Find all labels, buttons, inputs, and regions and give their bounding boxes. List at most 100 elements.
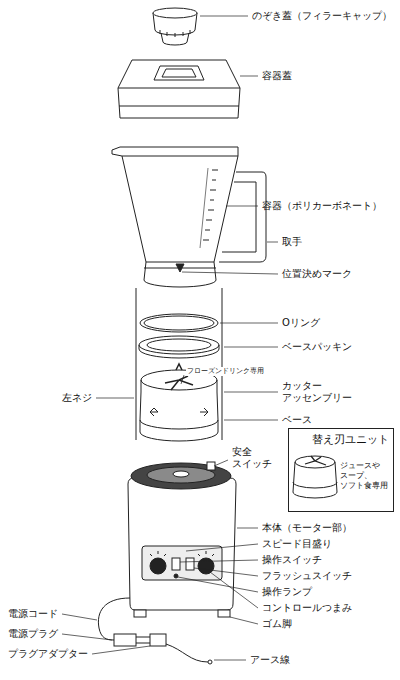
leader-line: [224, 347, 278, 348]
container-lid: [154, 66, 204, 80]
motor-base: [128, 478, 236, 610]
leader-line: [181, 375, 184, 384]
leader-line: [96, 398, 134, 399]
motor-base: [186, 558, 194, 570]
motor-base: [207, 462, 215, 470]
motor-base: [147, 467, 215, 483]
motor-base: [142, 546, 222, 580]
part-label: ゴム脚: [262, 618, 292, 630]
container-jar: [219, 172, 266, 262]
part-label: のぞき蓋（フィラーキャップ）: [252, 10, 392, 22]
part-label: ベースパッキン: [282, 341, 352, 353]
part-label: 位置決めマーク: [282, 268, 352, 280]
part-label: 操作ランプ: [262, 586, 312, 598]
leader-line: [62, 614, 97, 620]
o-ring: [140, 314, 218, 332]
leader-line: [92, 646, 150, 654]
container-lid: [162, 69, 196, 77]
part-label: 左ネジ: [62, 392, 92, 404]
motor-base: [174, 574, 178, 578]
filler-cap: [160, 30, 190, 37]
leader-line: [186, 544, 258, 551]
leader-line: [200, 16, 248, 17]
part-label: 本体（モーター部）: [262, 522, 352, 534]
filler-cap: [153, 8, 197, 18]
leader-line: [180, 560, 258, 562]
motor-base: [172, 558, 180, 570]
cutter-assembly: [141, 380, 217, 392]
motor-base: [198, 558, 214, 574]
motor-base: [218, 610, 230, 617]
part-label: 操作スイッチ: [262, 554, 322, 566]
thread-bracket: [136, 288, 222, 440]
leader-line: [237, 528, 258, 529]
power-cord: [114, 634, 136, 646]
container-lid: [118, 60, 240, 88]
motor-base: [173, 471, 189, 477]
base-packing: [139, 336, 219, 358]
leader-line: [62, 16, 278, 660]
container-jar: [144, 262, 216, 280]
container-jar: [144, 280, 216, 287]
o-ring: [140, 314, 218, 332]
part-label: アース線: [250, 654, 290, 666]
cutter-assembly: [140, 392, 218, 429]
replacement-blade-picture: [295, 456, 335, 468]
replacement-blade-picture: [305, 456, 326, 465]
container-jar: [203, 170, 218, 240]
leader-line: [210, 572, 258, 608]
filler-cap: [153, 8, 197, 45]
power-cord: [166, 644, 208, 662]
container-jar: [112, 147, 266, 287]
part-label: カッター アッセンブリー: [282, 380, 358, 404]
leader-line: [194, 568, 258, 576]
leader-line: [224, 392, 278, 393]
part-label: 容器蓋: [262, 70, 292, 82]
power-cord: [150, 634, 166, 646]
container-jar: [200, 168, 208, 248]
part-label: 電源プラグ: [8, 628, 58, 640]
power-cord: [208, 660, 212, 664]
leader-line: [224, 420, 278, 421]
motor-base: [150, 558, 166, 574]
filler-cap: [163, 42, 187, 45]
unit-title: 替え刃ユニット: [312, 433, 389, 446]
leader-line: [182, 272, 278, 274]
part-label: フラッシュスイッチ: [262, 570, 352, 582]
part-label: 取手: [282, 236, 302, 248]
container-lid: [118, 88, 240, 118]
cutter-assembly: [140, 420, 218, 441]
replacement-blade-picture: [293, 482, 337, 488]
leader-line: [62, 634, 112, 640]
motor-base: [150, 551, 214, 556]
part-label: 電源コード: [8, 608, 58, 620]
replacement-blade-picture: [293, 456, 337, 498]
container-lid: [118, 60, 240, 118]
part-label: 安全 スイッチ: [232, 446, 276, 470]
part-label: ベース: [282, 414, 312, 426]
part-label: プラグアダプター: [8, 648, 88, 660]
power-cord: [136, 637, 150, 643]
thread-bracket: [136, 288, 222, 440]
o-ring: [144, 316, 214, 330]
container-jar: [112, 147, 238, 262]
base-packing: [139, 336, 219, 354]
part-label: フローズンドリンク専用: [186, 367, 265, 376]
unit-note: ジュースや スープ、 ソフト食専用: [340, 461, 390, 491]
replacement-blade-picture: [293, 462, 337, 498]
part-label: 容器（ポリカーボネート）: [262, 200, 382, 212]
part-label: コントロールつまみ: [262, 602, 352, 614]
container-jar: [222, 182, 256, 252]
container-jar: [176, 264, 184, 272]
leader-line: [214, 460, 228, 466]
container-jar: [122, 156, 238, 157]
motor-base: [134, 610, 146, 617]
leader-line: [178, 577, 258, 592]
motor-base: [131, 463, 231, 489]
replacement-unit-box: 替え刃ユニットジュースや スープ、 ソフト食専用: [288, 428, 394, 512]
part-label: スピード目盛り: [262, 538, 332, 550]
leader-line: [240, 76, 258, 77]
part-label: Oリング: [282, 317, 320, 329]
leader-line: [226, 206, 258, 207]
